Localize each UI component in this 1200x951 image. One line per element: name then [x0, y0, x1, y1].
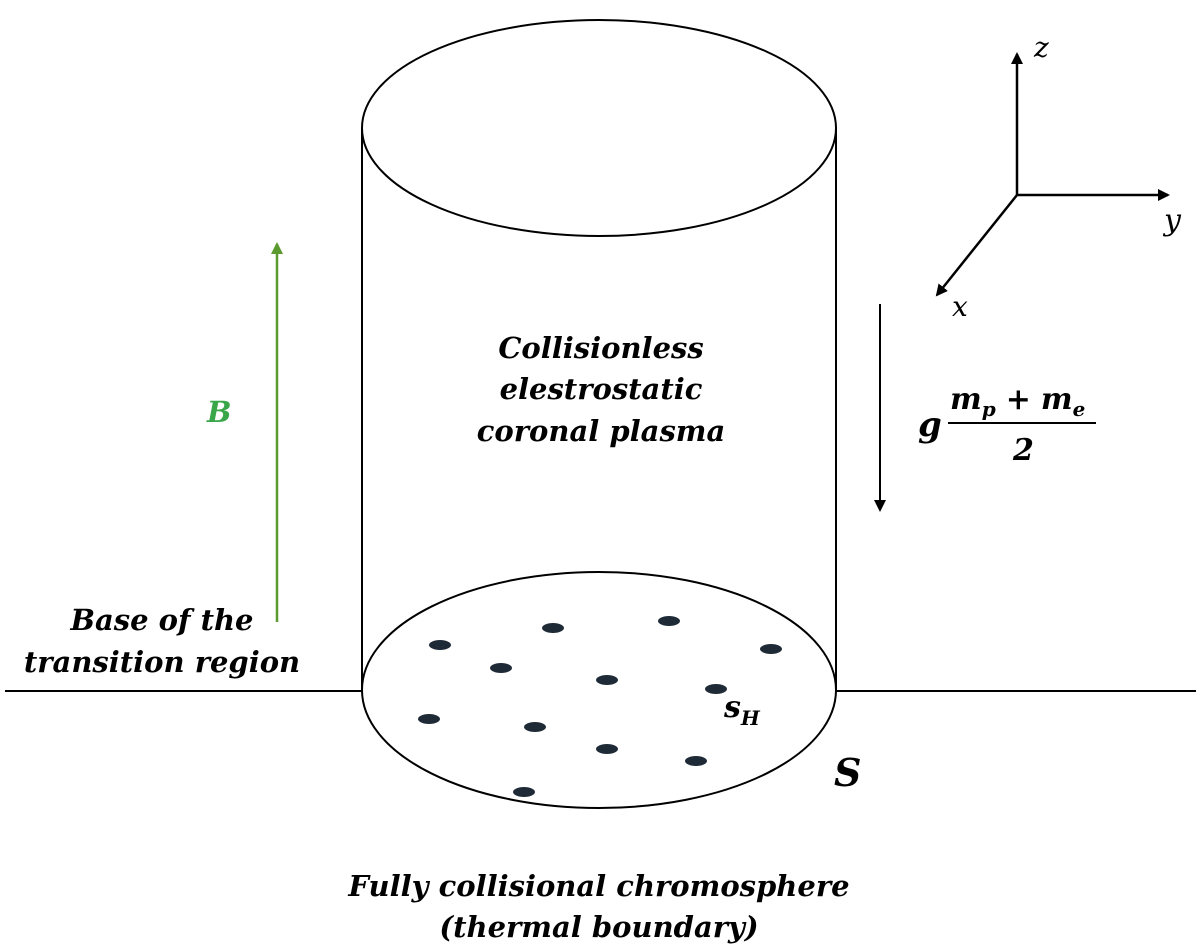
- coordinate-axes: z y x: [935, 31, 1182, 323]
- spot: [705, 684, 727, 694]
- z-axis-label: z: [1033, 31, 1049, 64]
- spot: [658, 616, 680, 626]
- surface-label: S: [834, 750, 861, 795]
- spot-label: sH: [723, 690, 761, 730]
- bottom-label-line2: (thermal boundary): [439, 910, 758, 944]
- plus-sign: +: [1006, 382, 1031, 417]
- mass-m2: m: [1041, 382, 1073, 417]
- spot: [760, 644, 782, 654]
- spot: [490, 663, 512, 673]
- base-label-line1: Base of the: [69, 603, 253, 637]
- plasma-label-line1: Collisionless: [498, 331, 703, 365]
- gravity-expression: g mp+me 2: [918, 382, 1096, 468]
- bottom-label-line1: Fully collisional chromosphere: [347, 869, 849, 903]
- spot-label-main: s: [723, 690, 741, 725]
- spot: [685, 756, 707, 766]
- spot-label-sub: H: [740, 706, 761, 730]
- base-label-line2: transition region: [24, 645, 300, 679]
- x-axis: [935, 194, 1018, 297]
- spots-group: [418, 616, 782, 797]
- spot: [596, 744, 618, 754]
- cylinder-bottom-ellipse: [361, 571, 837, 809]
- spot: [513, 787, 535, 797]
- gravity-g: g: [918, 405, 942, 445]
- cylinder-top-ellipse: [361, 19, 837, 237]
- field-label: B: [206, 395, 232, 429]
- spot: [542, 623, 564, 633]
- spot: [596, 675, 618, 685]
- plasma-label-line2: elestrostatic: [500, 372, 703, 406]
- x-axis-label: x: [952, 290, 968, 323]
- gravity-denominator: 2: [1012, 433, 1034, 468]
- spot: [429, 640, 451, 650]
- gravity-numerator: mp+me: [950, 382, 1085, 421]
- spot: [418, 714, 440, 724]
- y-axis-label: y: [1162, 203, 1182, 238]
- mass-sub-p: p: [982, 397, 996, 421]
- mass-sub-e: e: [1073, 397, 1086, 421]
- plasma-label-line3: coronal plasma: [477, 414, 726, 448]
- spot: [524, 722, 546, 732]
- mass-m1: m: [950, 382, 982, 417]
